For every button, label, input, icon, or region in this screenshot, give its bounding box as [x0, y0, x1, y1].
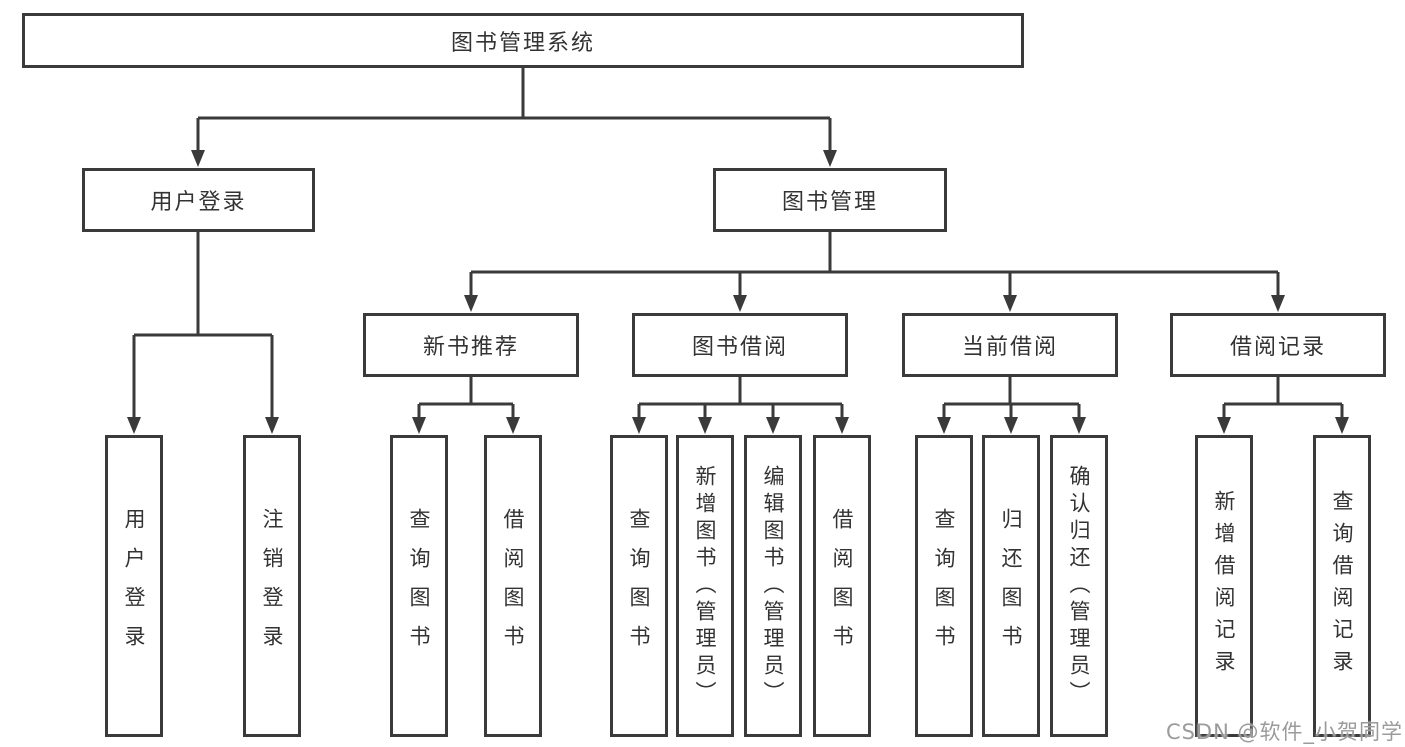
arrowhead — [937, 417, 951, 434]
arrowhead — [1271, 295, 1285, 312]
leaf-query-books-current: 查询图书 — [915, 435, 973, 737]
leaf-edit-books-admin-label: 编辑图书（管理员） — [761, 464, 785, 708]
node-new-book-recommend-label: 新书推荐 — [422, 335, 519, 360]
node-borrowing-records: 借阅记录 — [1170, 313, 1386, 377]
leaf-borrow-books-label: 借阅图书 — [830, 508, 854, 664]
csdn-watermark: CSDN @软件_小贺同学 — [1165, 720, 1403, 744]
node-book-management-label: 图书管理 — [781, 190, 878, 215]
leaf-query-books-recommend-label: 查询图书 — [407, 508, 431, 664]
arrowhead — [1335, 417, 1349, 434]
node-book-borrowing-label: 图书借阅 — [691, 335, 788, 360]
node-user-login-label: 用户登录 — [150, 190, 247, 215]
node-book-borrowing: 图书借阅 — [632, 313, 848, 377]
arrowhead — [766, 417, 780, 434]
leaf-return-books-label: 归还图书 — [999, 508, 1023, 664]
arrowhead — [733, 295, 747, 312]
leaf-query-books-borrow: 查询图书 — [610, 435, 668, 737]
leaf-confirm-return-admin-label: 确认归还（管理员） — [1067, 464, 1091, 708]
arrowhead — [464, 295, 478, 312]
leaf-borrow-books: 借阅图书 — [813, 435, 871, 737]
arrowhead — [191, 150, 205, 167]
arrowhead — [1217, 417, 1231, 434]
leaf-query-books-current-label: 查询图书 — [932, 508, 956, 664]
node-current-borrowing-label: 当前借阅 — [961, 335, 1058, 360]
leaf-logout-label: 注销登录 — [260, 508, 284, 664]
arrowhead — [1004, 417, 1018, 434]
arrowhead — [835, 417, 849, 434]
node-root-label: 图书管理系统 — [450, 30, 595, 56]
node-book-management: 图书管理 — [713, 168, 947, 232]
leaf-user-login: 用户登录 — [105, 435, 163, 737]
leaf-query-books-borrow-label: 查询图书 — [627, 508, 651, 664]
arrowhead — [1003, 295, 1017, 312]
leaf-user-login-label: 用户登录 — [122, 508, 146, 664]
leaf-return-books: 归还图书 — [982, 435, 1040, 737]
leaf-edit-books-admin: 编辑图书（管理员） — [744, 435, 802, 737]
arrowhead — [823, 150, 837, 167]
arrowhead — [698, 417, 712, 434]
leaf-borrow-books-recommend: 借阅图书 — [484, 435, 542, 737]
leaf-add-borrow-record: 新增借阅记录 — [1195, 435, 1253, 737]
node-new-book-recommend: 新书推荐 — [363, 313, 579, 377]
leaf-add-books-admin-label: 新增图书（管理员） — [693, 464, 717, 708]
node-user-login: 用户登录 — [82, 168, 315, 232]
node-root: 图书管理系统 — [22, 13, 1024, 68]
leaf-query-books-recommend: 查询图书 — [390, 435, 448, 737]
leaf-borrow-books-recommend-label: 借阅图书 — [501, 508, 525, 664]
leaf-confirm-return-admin: 确认归还（管理员） — [1050, 435, 1108, 737]
leaf-add-books-admin: 新增图书（管理员） — [676, 435, 734, 737]
leaf-query-borrow-record-label: 查询借阅记录 — [1330, 490, 1354, 682]
arrowhead — [127, 417, 141, 434]
node-current-borrowing: 当前借阅 — [902, 313, 1118, 377]
leaf-add-borrow-record-label: 新增借阅记录 — [1212, 490, 1236, 682]
arrowhead — [1072, 417, 1086, 434]
arrowhead — [412, 417, 426, 434]
node-borrowing-records-label: 借阅记录 — [1229, 335, 1326, 360]
arrowhead — [632, 417, 646, 434]
leaf-logout: 注销登录 — [243, 435, 301, 737]
leaf-query-borrow-record: 查询借阅记录 — [1313, 435, 1371, 737]
arrowhead — [506, 417, 520, 434]
arrowhead — [265, 417, 279, 434]
